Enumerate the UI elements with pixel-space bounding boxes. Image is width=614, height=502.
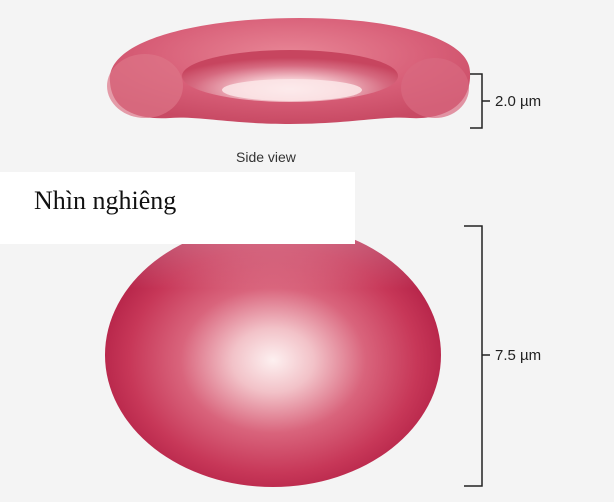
diameter-bracket [464, 226, 490, 486]
diameter-label: 7.5 µm [495, 347, 541, 364]
thickness-label: 2.0 µm [495, 93, 541, 110]
side-view-label: Side view [236, 149, 296, 165]
caption-overlay: Nhìn nghiêng [0, 172, 355, 244]
thickness-bracket [470, 74, 490, 128]
side-view-cell [107, 18, 470, 124]
top-view-cell [105, 223, 441, 487]
caption-text: Nhìn nghiêng [34, 186, 176, 216]
